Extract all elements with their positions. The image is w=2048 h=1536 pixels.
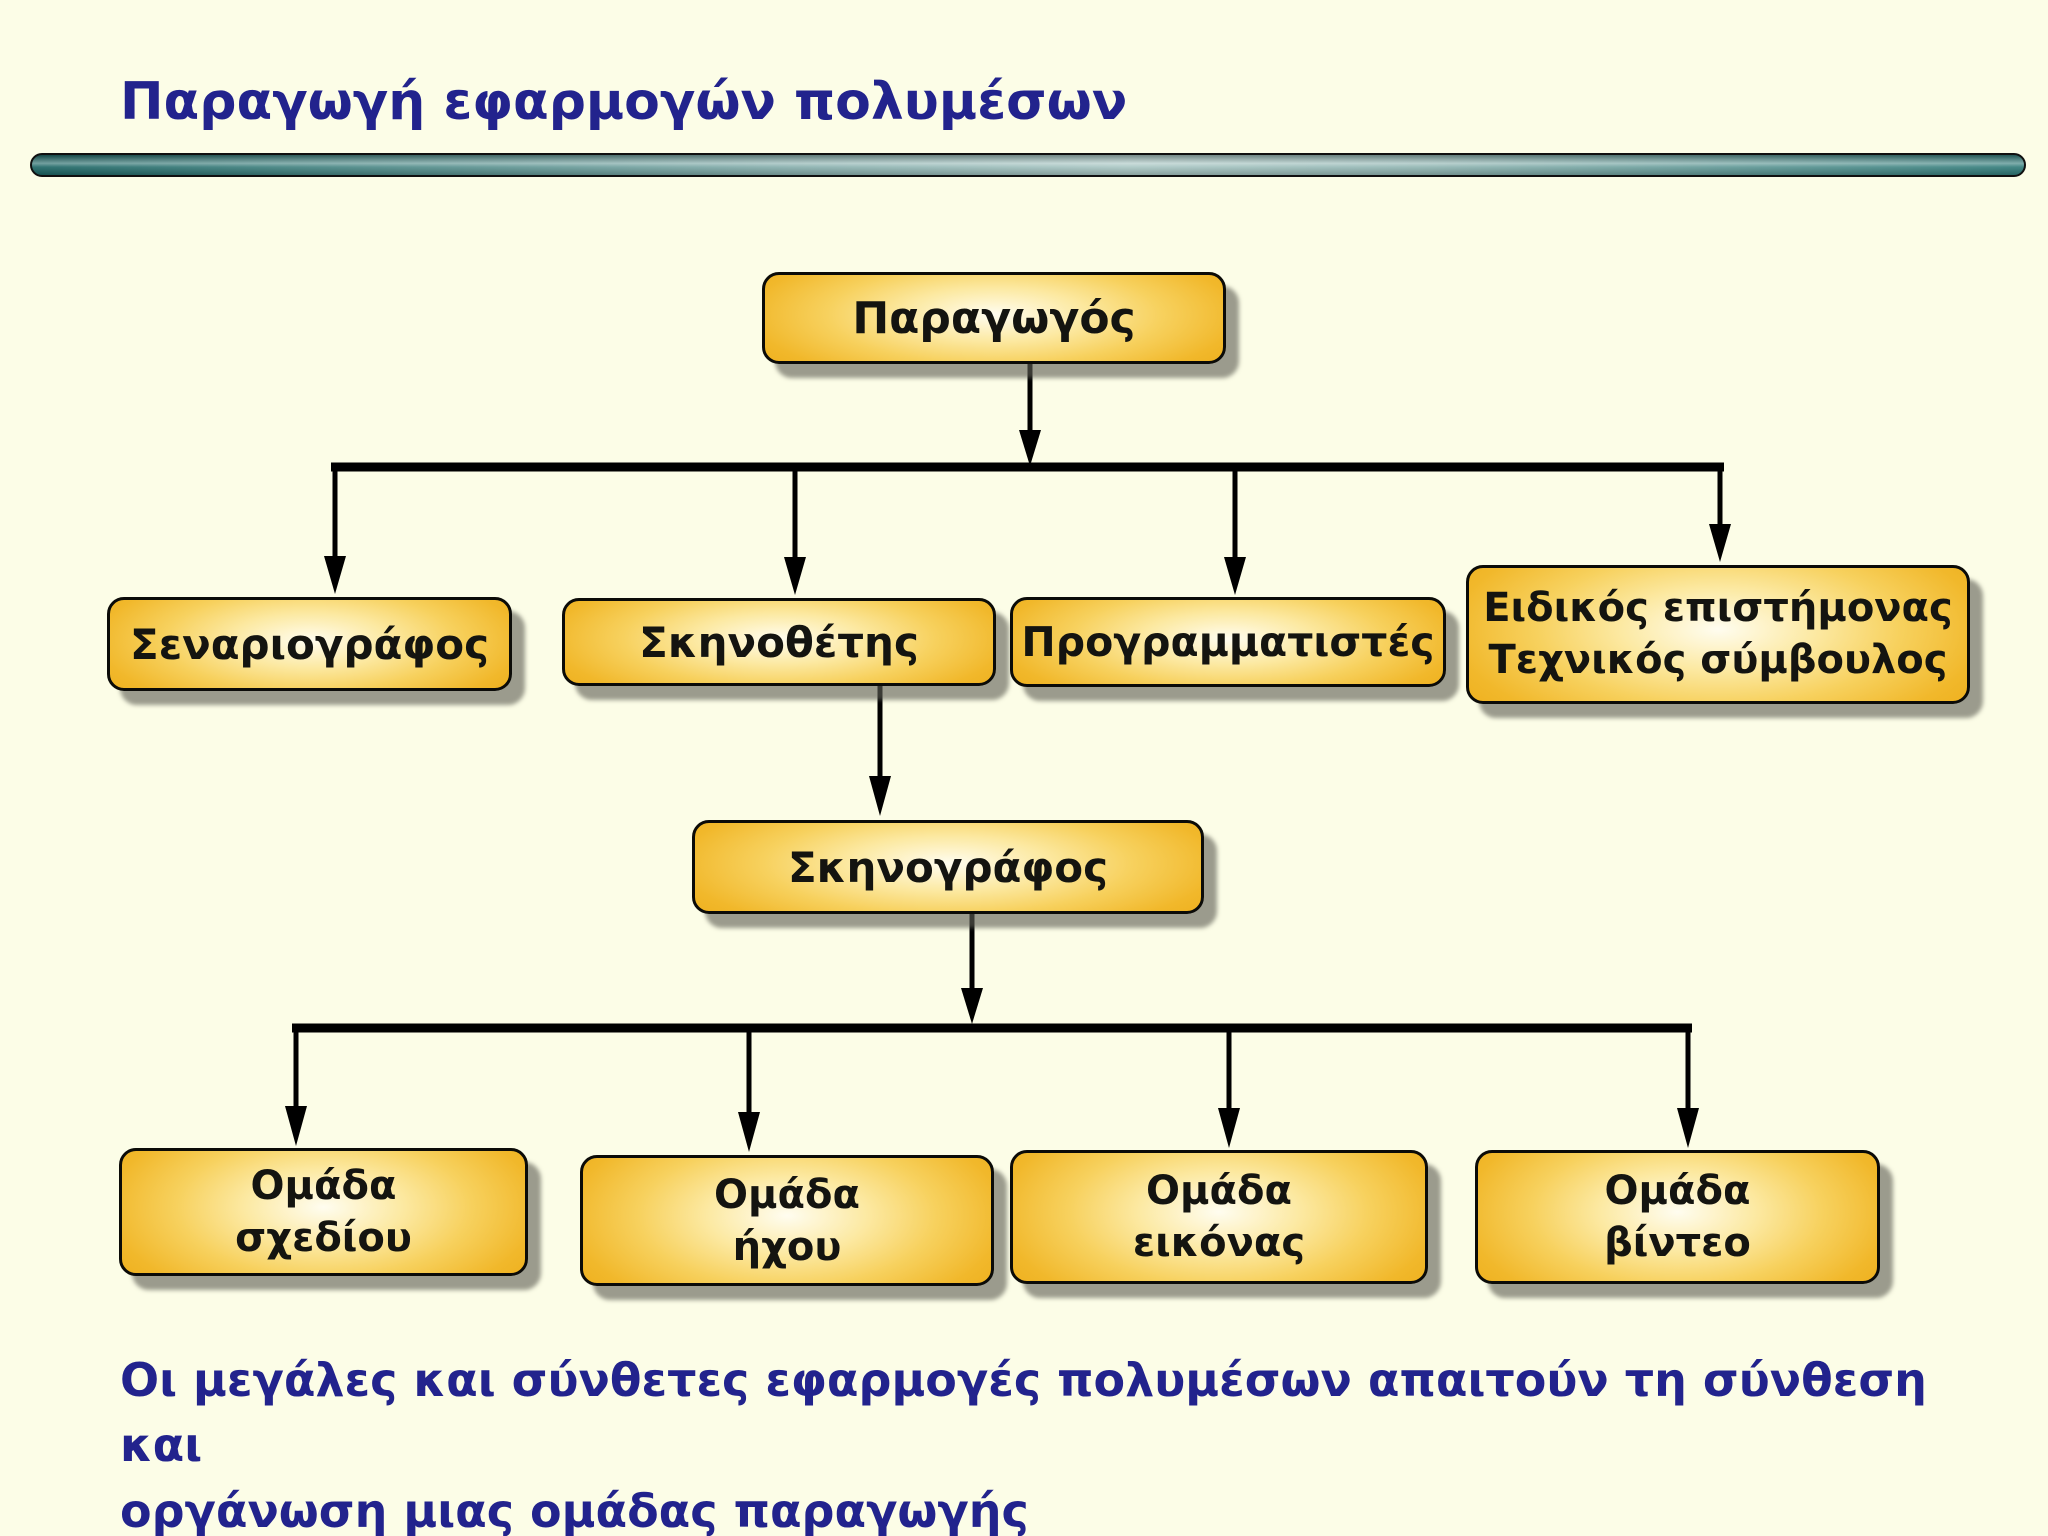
connector-rail-to-sound-team <box>738 1024 760 1152</box>
connector-rail-to-image-team <box>1218 1024 1240 1148</box>
node-director: Σκηνοθέτης <box>562 598 996 686</box>
node-image-team: Ομάδα εικόνας <box>1010 1150 1428 1284</box>
connector-rail-to-video-team <box>1677 1024 1699 1148</box>
connector-director-to-set-designer <box>869 680 891 816</box>
page-title: Παραγωγή εφαρμογών πολυμέσων <box>120 72 1128 132</box>
node-design-team: Ομάδα σχεδίου <box>119 1148 528 1276</box>
title-divider-bar <box>30 153 2026 177</box>
node-video-team: Ομάδα βίντεο <box>1475 1150 1880 1284</box>
connector-set-designer-to-rail <box>961 908 983 1024</box>
node-screenwriter: Σεναριογράφος <box>107 597 512 691</box>
connector-rail-to-director <box>784 463 806 595</box>
node-producer: Παραγωγός <box>762 272 1226 364</box>
connector-rail-to-consultant <box>1709 463 1731 562</box>
node-sound-team: Ομάδα ήχου <box>580 1155 994 1286</box>
connector-rail-to-design-team <box>285 1024 307 1146</box>
connector-rail-to-screenwriter <box>324 463 346 594</box>
node-set-designer: Σκηνογράφος <box>692 820 1204 914</box>
node-programmers: Προγραμματιστές <box>1010 597 1446 687</box>
node-technical-consultant: Ειδικός επιστήμονας Τεχνικός σύμβουλος <box>1466 565 1970 704</box>
connector-rail-to-programmers <box>1224 463 1246 595</box>
footer-note: Οι μεγάλες και σύνθετες εφαρμογές πολυμέ… <box>120 1353 1927 1536</box>
connector-root-to-rail <box>1019 358 1041 466</box>
